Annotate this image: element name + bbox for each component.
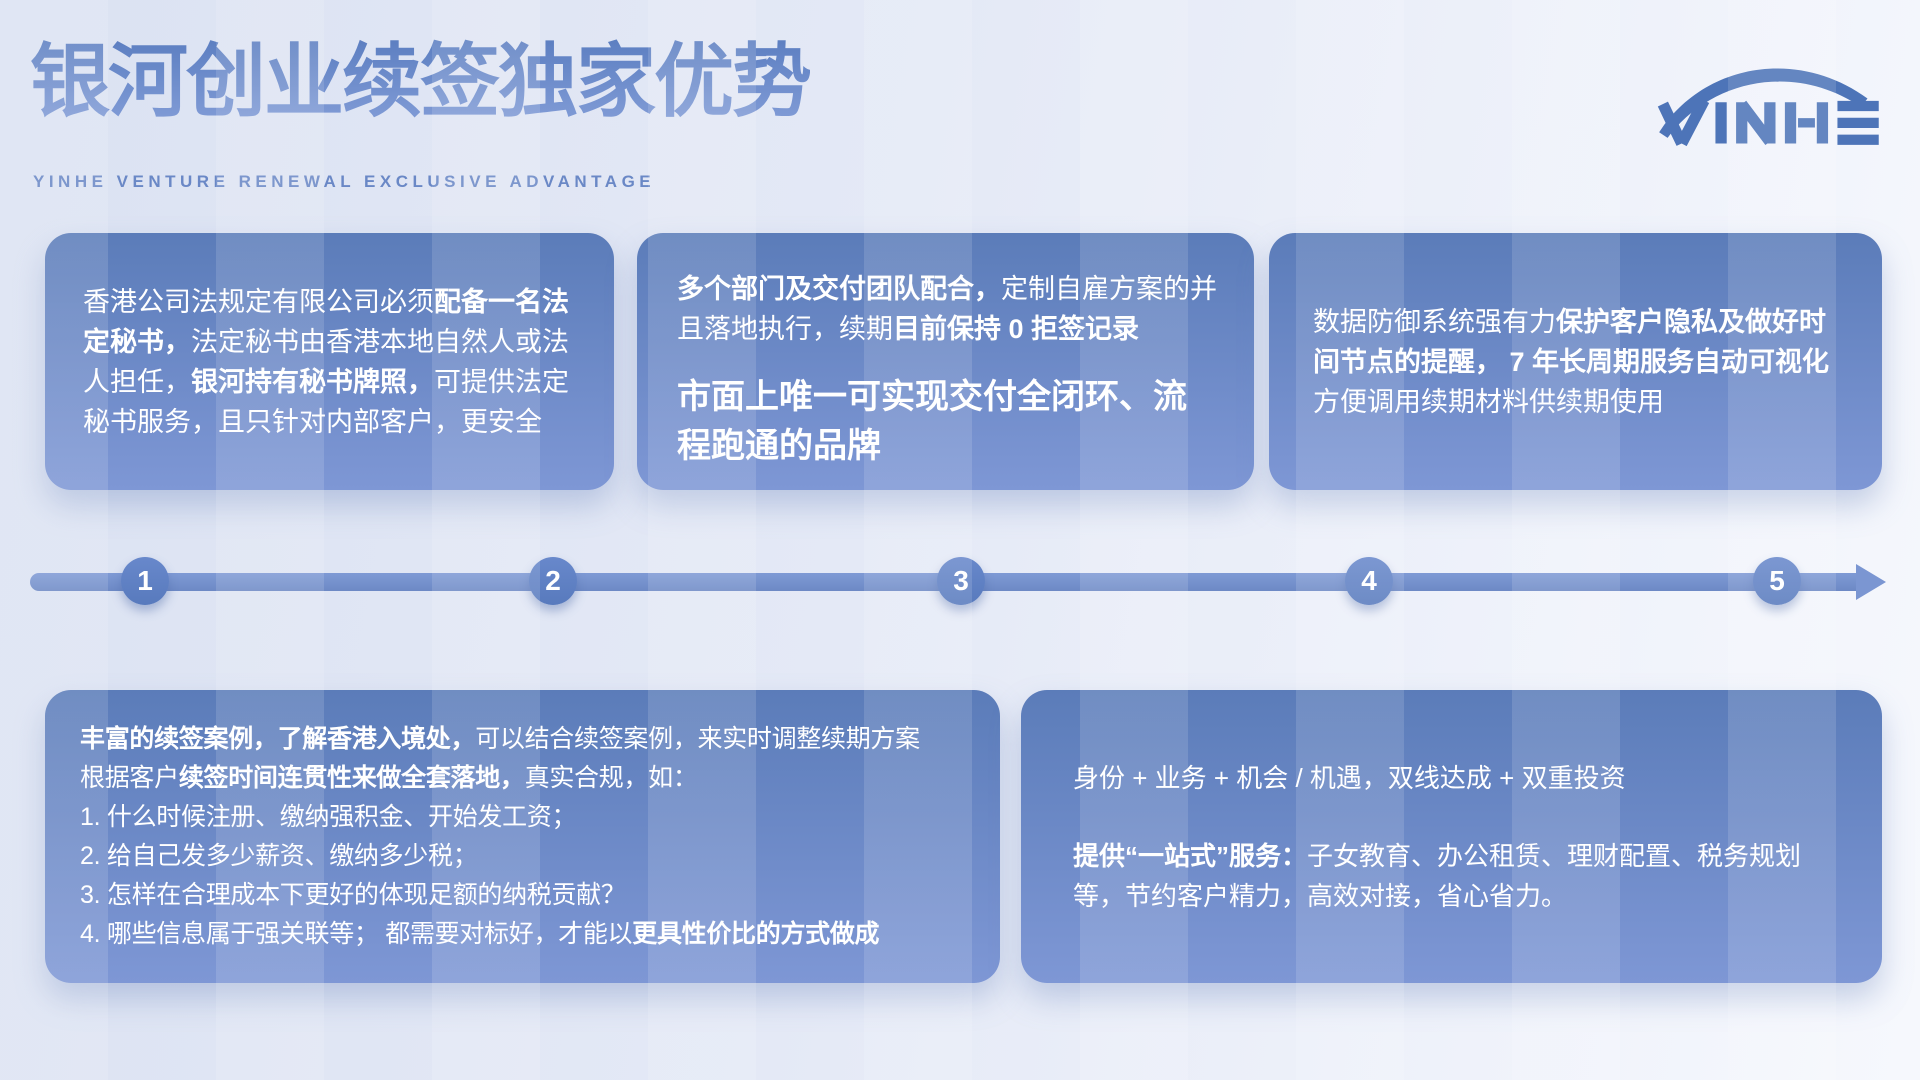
- advantage-card-data-defense: 数据防御系统强有力保护客户隐私及做好时间节点的提醒， 7 年长周期服务自动可视化…: [1269, 233, 1882, 490]
- text-segment: 配备一名法定秘书，: [83, 286, 569, 357]
- card-line: 2. 给自己发多少薪资、缴纳多少税；: [80, 837, 965, 876]
- card-text: 香港公司法规定有限公司必须配备一名法定秘书，法定秘书由香港本地自然人或法人担任，…: [83, 282, 576, 442]
- text-segment: 更具性价比的方式做成: [632, 920, 880, 948]
- text-segment: 1. 什么时候注册、缴纳强积金、开始发工资；: [80, 803, 577, 831]
- text-segment: 银河持有秘书牌照，: [191, 366, 434, 397]
- text-segment: 定制自雇方案的并且落地执行，续期: [677, 274, 1217, 344]
- text-segment: 真实合规，如：: [524, 764, 698, 792]
- timeline-step-1: 1: [121, 557, 169, 605]
- advantage-card-delivery: 多个部门及交付团队配合，定制自雇方案的并且落地执行，续期目前保持 0 拒签记录 …: [637, 233, 1254, 490]
- logo-arc: [1659, 68, 1868, 138]
- text-segment: 香港公司法规定有限公司必须: [83, 286, 434, 317]
- logo-letters: [1657, 97, 1879, 147]
- step-number: 2: [545, 565, 561, 596]
- text-segment: 根据客户: [80, 764, 179, 792]
- advantage-card-renewal-cases: 丰富的续签案例，了解香港入境处，可以结合续签案例，来实时调整续期方案 根据客户续…: [45, 690, 1000, 983]
- logo-letter-n: [1736, 100, 1776, 146]
- text-segment: 提供“一站式”服务：: [1073, 840, 1308, 871]
- text-segment: 方便调用续期材料供续期使用: [1313, 386, 1664, 417]
- text-segment: 续签时间连贯性来做全套落地，: [178, 764, 525, 792]
- text-segment: 4. 哪些信息属于强关联等； 都需要对标好，才能以: [80, 920, 633, 948]
- logo-letter-e: [1837, 100, 1879, 145]
- text-segment: 多个部门及交付团队配合，: [677, 274, 1001, 304]
- text-segment: 身份 + 业务 + 机会 / 机遇，双线达成 + 双重投资: [1073, 762, 1626, 793]
- step-number: 3: [953, 565, 969, 596]
- text-segment: 2. 给自己发多少薪资、缴纳多少税；: [80, 842, 478, 870]
- card-line: 根据客户续签时间连贯性来做全套落地，真实合规，如：: [80, 759, 965, 798]
- page-subtitle: YINHE VENTURE RENEWAL EXCLUSIVE ADVANTAG…: [33, 172, 656, 191]
- text-segment: 目前保持 0 拒签记录: [893, 314, 1140, 344]
- text-segment: 子女教育、办公租赁、理财配置、税务规划等，节约客户精力，高效对接，省心省力。: [1073, 840, 1802, 911]
- card-line: 丰富的续签案例，了解香港入境处，可以结合续签案例，来实时调整续期方案: [80, 720, 965, 759]
- timeline-step-3: 3: [937, 557, 985, 605]
- card-line: 1. 什么时候注册、缴纳强积金、开始发工资；: [80, 798, 965, 837]
- timeline-arrow-icon: [1856, 564, 1886, 600]
- yinhe-logo-icon: [1657, 68, 1879, 147]
- card-paragraph: 身份 + 业务 + 机会 / 机遇，双线达成 + 双重投资: [1073, 758, 1830, 798]
- card-paragraph: 提供“一站式”服务：子女教育、办公租赁、理财配置、税务规划等，节约客户精力，高效…: [1073, 836, 1830, 916]
- text-segment: 可以结合续签案例，来实时调整续期方案: [475, 725, 920, 753]
- text-segment: 法定秘书由香港本地自然人或法人担任，: [83, 326, 569, 397]
- timeline-step-4: 4: [1345, 557, 1393, 605]
- card-text: 数据防御系统强有力保护客户隐私及做好时间节点的提醒， 7 年长周期服务自动可视化…: [1313, 302, 1838, 422]
- page-title: 银河创业续签独家优势: [30, 34, 812, 130]
- text-segment: 数据防御系统强有力: [1313, 306, 1556, 337]
- card-paragraph: 多个部门及交付团队配合，定制自雇方案的并且落地执行，续期目前保持 0 拒签记录: [677, 269, 1218, 349]
- step-number: 5: [1769, 565, 1785, 596]
- advantage-card-secretary: 香港公司法规定有限公司必须配备一名法定秘书，法定秘书由香港本地自然人或法人担任，…: [45, 233, 614, 490]
- step-number: 4: [1361, 565, 1377, 596]
- step-number: 1: [137, 565, 153, 596]
- text-segment: 可提供法定秘书服务，且只针对内部客户，更安全: [83, 366, 569, 437]
- advantage-card-one-stop-service: 身份 + 业务 + 机会 / 机遇，双线达成 + 双重投资 提供“一站式”服务：…: [1021, 690, 1882, 983]
- text-segment: 保护客户隐私及做好时间节点的提醒， 7 年长周期服务自动可视化: [1313, 306, 1830, 377]
- card-line: 3. 怎样在合理成本下更好的体现足额的纳税贡献？: [80, 876, 965, 915]
- timeline-step-2: 2: [529, 557, 577, 605]
- logo-letter-y: [1657, 97, 1710, 147]
- timeline-step-5: 5: [1753, 557, 1801, 605]
- text-segment: 丰富的续签案例，了解香港入境处，: [80, 725, 476, 753]
- text-segment: 3. 怎样在合理成本下更好的体现足额的纳税贡献？: [80, 881, 626, 909]
- card-line: 4. 哪些信息属于强关联等； 都需要对标好，才能以更具性价比的方式做成: [80, 915, 965, 954]
- card-highlight: 市面上唯一可实现交付全闭环、流程跑通的品牌: [677, 378, 1187, 465]
- logo-letter-h: [1784, 102, 1829, 144]
